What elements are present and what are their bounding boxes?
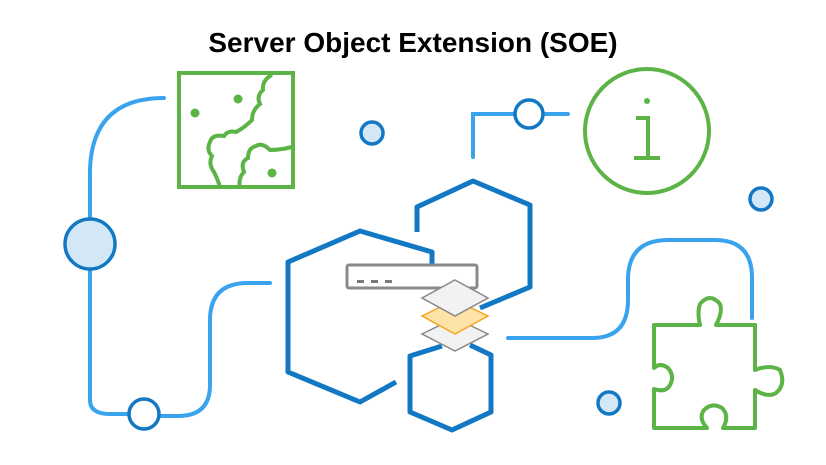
toolbar-icon	[345, 263, 479, 290]
node-circle	[359, 120, 385, 146]
node-circle-large	[63, 217, 117, 271]
diagram-title: Server Object Extension (SOE)	[208, 27, 618, 58]
info-icon	[583, 67, 711, 195]
connector-top	[471, 112, 570, 159]
layers-icon	[420, 279, 490, 352]
node-circle	[513, 98, 545, 130]
node-circle	[596, 390, 622, 416]
connector-right	[506, 238, 754, 340]
hexagon-icon	[285, 178, 533, 433]
node-circle	[748, 186, 774, 212]
connector-bottom	[156, 281, 272, 418]
node-circle	[127, 397, 161, 431]
map-icon	[177, 71, 295, 189]
puzzle-icon	[652, 296, 785, 430]
connector-left	[88, 96, 166, 416]
